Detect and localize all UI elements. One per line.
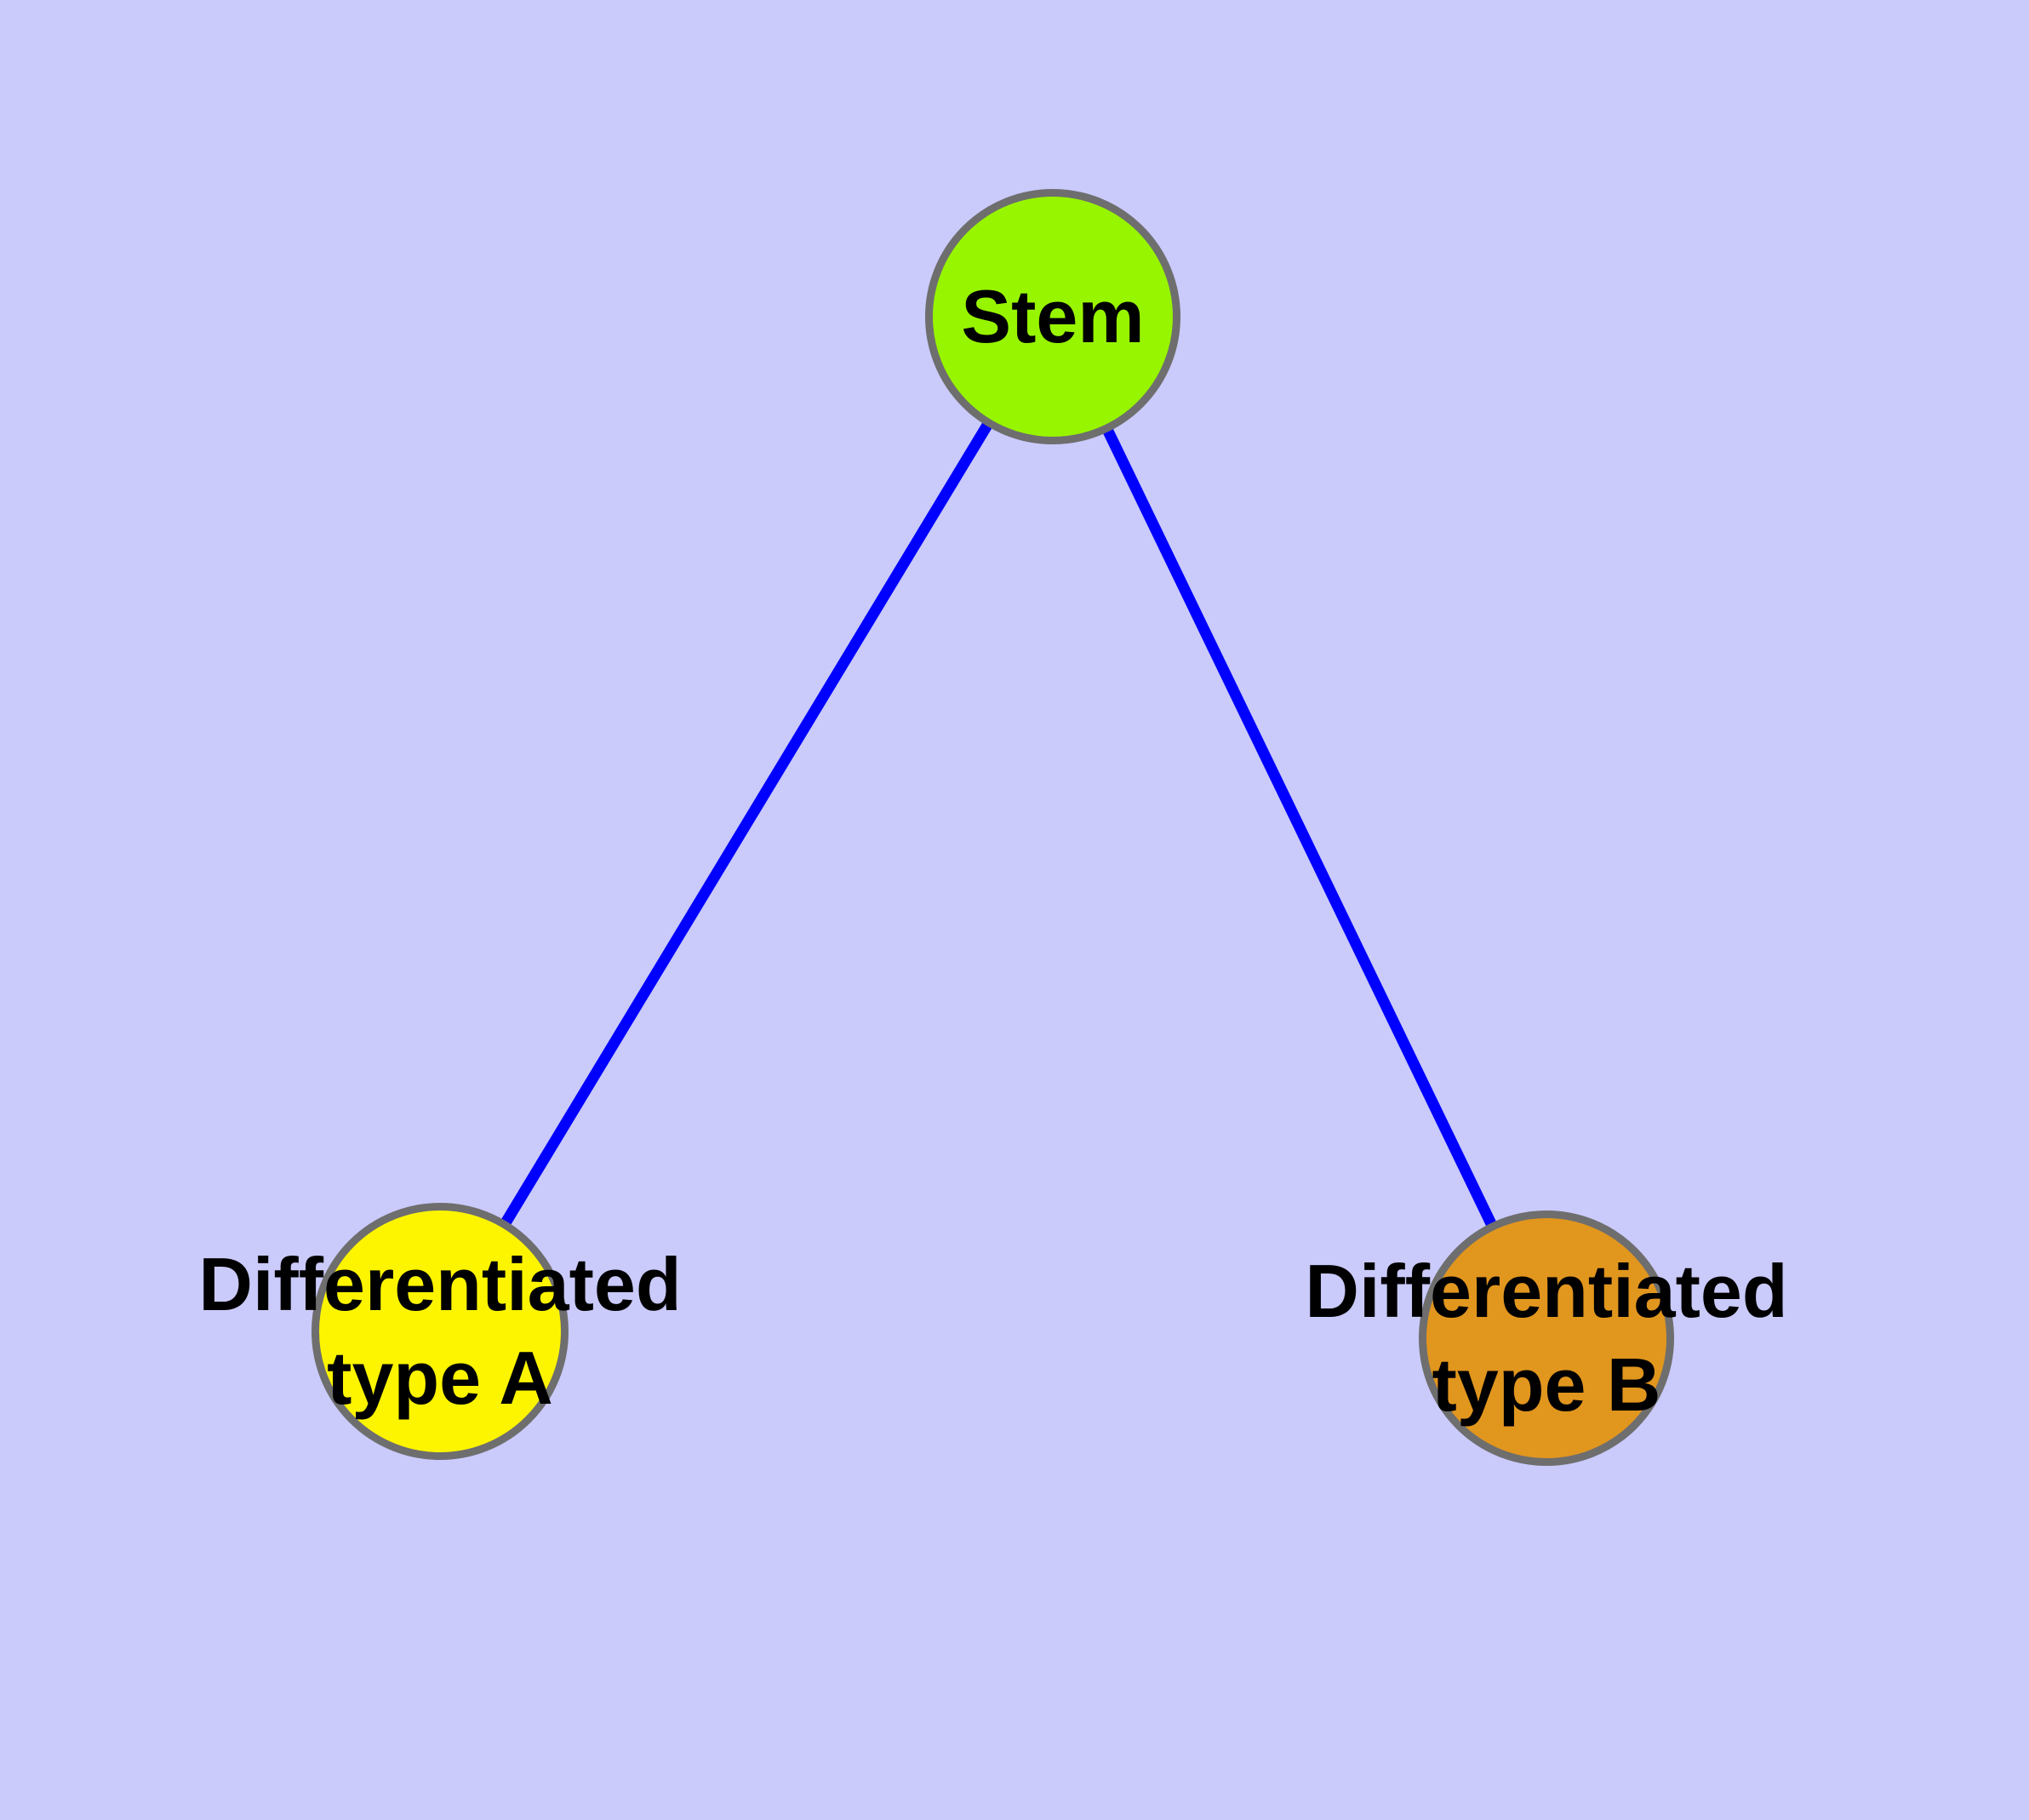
node-label-text: type B <box>1432 1342 1661 1427</box>
node-label-differentiated-type-a: Differentiated type A <box>198 1238 681 1425</box>
node-circle-differentiated-type-a <box>311 1203 569 1460</box>
node-label-text: type A <box>327 1336 553 1420</box>
node-label-stem: Stem <box>961 270 1144 363</box>
node-label-text: Stem <box>961 274 1145 358</box>
edge-stem-to-differentiated-type-b <box>1048 314 1552 1341</box>
edge-stem-to-differentiated-type-a <box>435 313 1058 1335</box>
node-circle-stem <box>925 189 1180 444</box>
node-label-text: Differentiated <box>1305 1249 1788 1333</box>
node-circle-differentiated-type-b <box>1419 1210 1674 1466</box>
node-label-differentiated-type-b: Differentiated type B <box>1305 1245 1787 1432</box>
node-label-text: Differentiated <box>198 1242 682 1326</box>
